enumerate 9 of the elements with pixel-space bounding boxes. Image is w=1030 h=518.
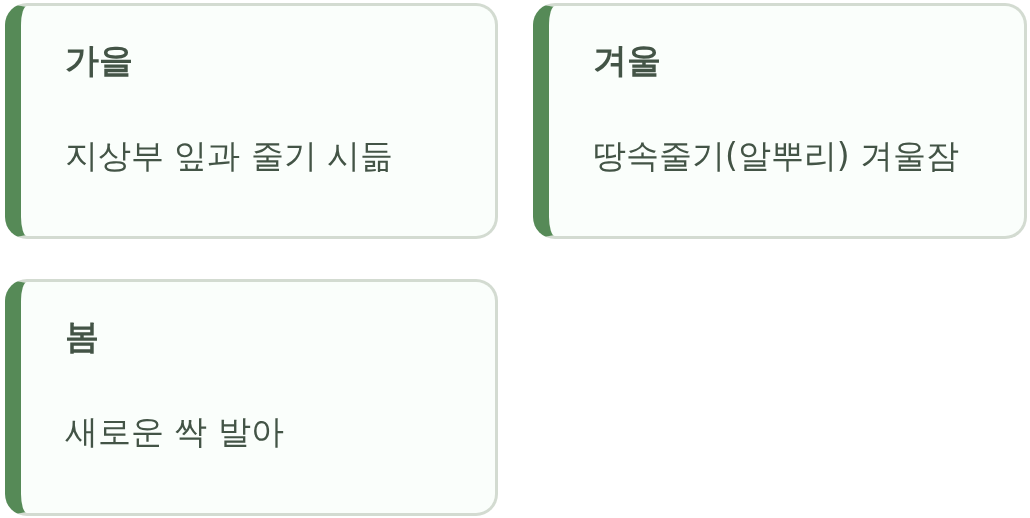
card-description: 새로운 싹 발아 [65, 414, 284, 451]
card-title: 가을 [65, 42, 133, 80]
card-description: 땅속줄기(알뿌리) 겨울잠 [593, 138, 960, 175]
card-title: 겨울 [593, 42, 661, 80]
season-card [533, 3, 1027, 239]
season-card [5, 279, 498, 516]
season-card [5, 3, 498, 239]
card-description: 지상부 잎과 줄기 시듦 [65, 138, 394, 175]
card-title: 봄 [65, 318, 99, 356]
